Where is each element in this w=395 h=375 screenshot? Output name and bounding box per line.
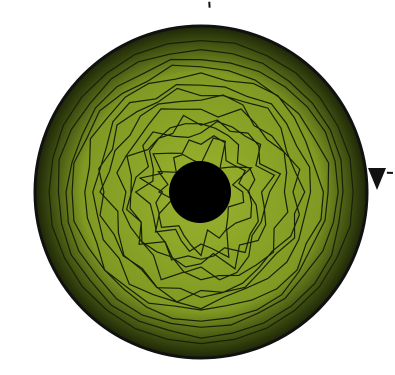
arrowhead-icon bbox=[368, 168, 386, 190]
hole-icon bbox=[169, 161, 231, 223]
